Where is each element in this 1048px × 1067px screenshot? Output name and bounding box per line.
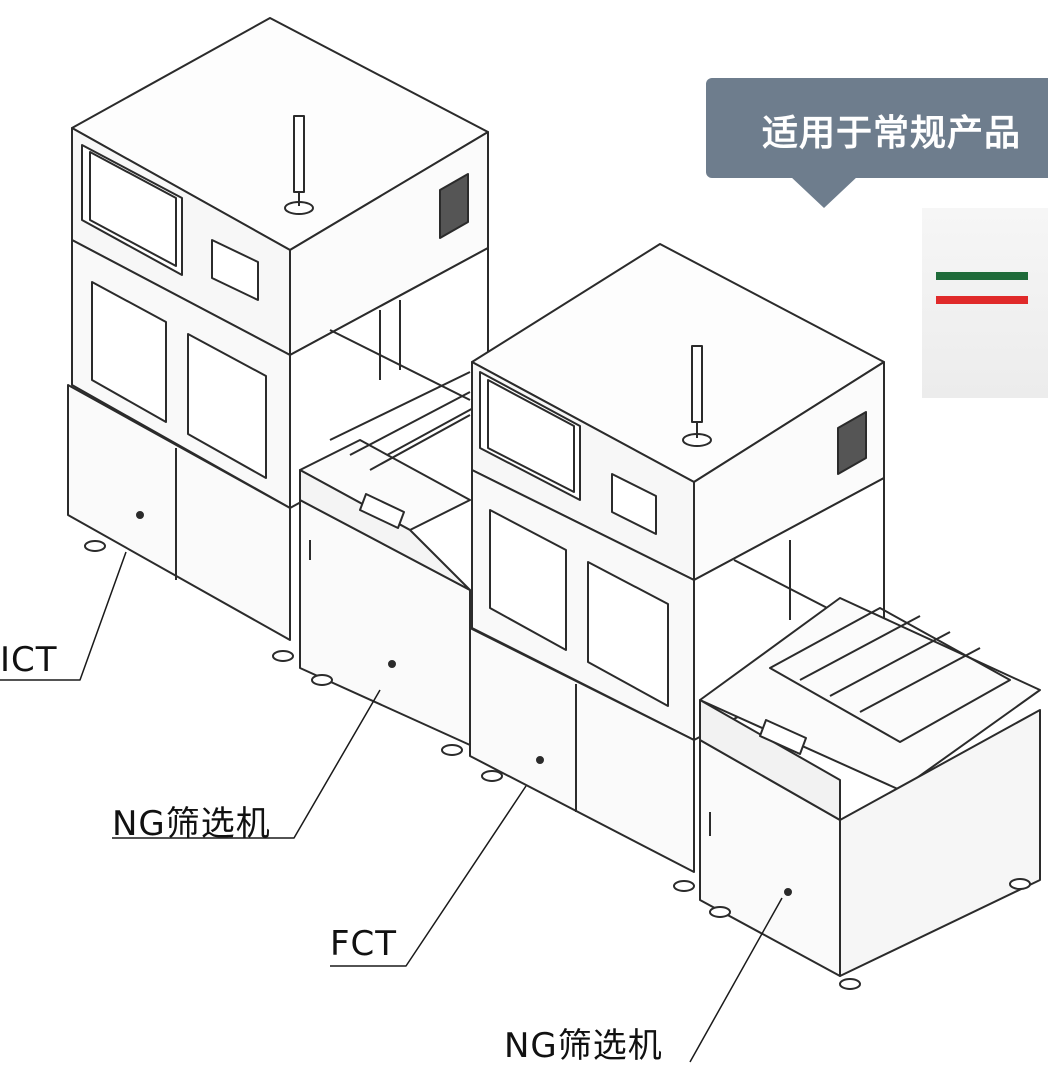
ng2-conveyor <box>769 607 1011 743</box>
ng2-leader <box>689 897 783 1063</box>
ict-door-right <box>187 333 267 479</box>
ng-sorter-1-label: NG筛选机 <box>112 804 271 844</box>
signal-tower-icon <box>682 345 712 447</box>
fct-lower-front <box>469 627 695 873</box>
ng1-screen <box>359 493 405 529</box>
callout-tail <box>790 176 858 208</box>
signal-tower-icon <box>284 115 314 215</box>
red-stripe <box>936 296 1028 304</box>
ict-vent <box>439 173 469 239</box>
ict-machine <box>67 17 489 662</box>
ng1-leader <box>112 689 381 839</box>
ng-sorter-2-label: NG筛选机 <box>504 1026 663 1066</box>
callout-text: 适用于常规产品 <box>762 113 1022 154</box>
ng-sorter-1-machine <box>299 371 471 756</box>
ng2-screen <box>759 719 807 755</box>
ng-sorter-2-machine <box>699 597 1041 990</box>
fct-door-left <box>489 509 567 651</box>
ng2-side <box>839 709 1041 977</box>
ict-label: ICT <box>0 640 58 680</box>
ict-hmi-panel <box>211 239 259 301</box>
ict-lower-front <box>67 384 291 641</box>
ict-monitor-screen <box>81 144 183 276</box>
fct-monitor-screen <box>479 371 581 501</box>
green-stripe <box>936 272 1028 280</box>
ict-monitor-frame <box>89 151 177 267</box>
ict-door-left <box>91 281 167 423</box>
fct-monitor-frame <box>487 379 575 493</box>
fct-machine <box>469 243 885 892</box>
callout-banner <box>706 78 1048 178</box>
ng2-top <box>699 597 1041 791</box>
leader-lines <box>0 551 783 1063</box>
fct-hmi-panel <box>611 473 657 535</box>
fct-door-right <box>587 561 669 707</box>
ng2-console <box>699 699 841 821</box>
fct-label: FCT <box>330 924 398 964</box>
ict-leader <box>0 551 127 681</box>
fct-vent <box>837 411 867 475</box>
fct-leader <box>330 785 527 967</box>
